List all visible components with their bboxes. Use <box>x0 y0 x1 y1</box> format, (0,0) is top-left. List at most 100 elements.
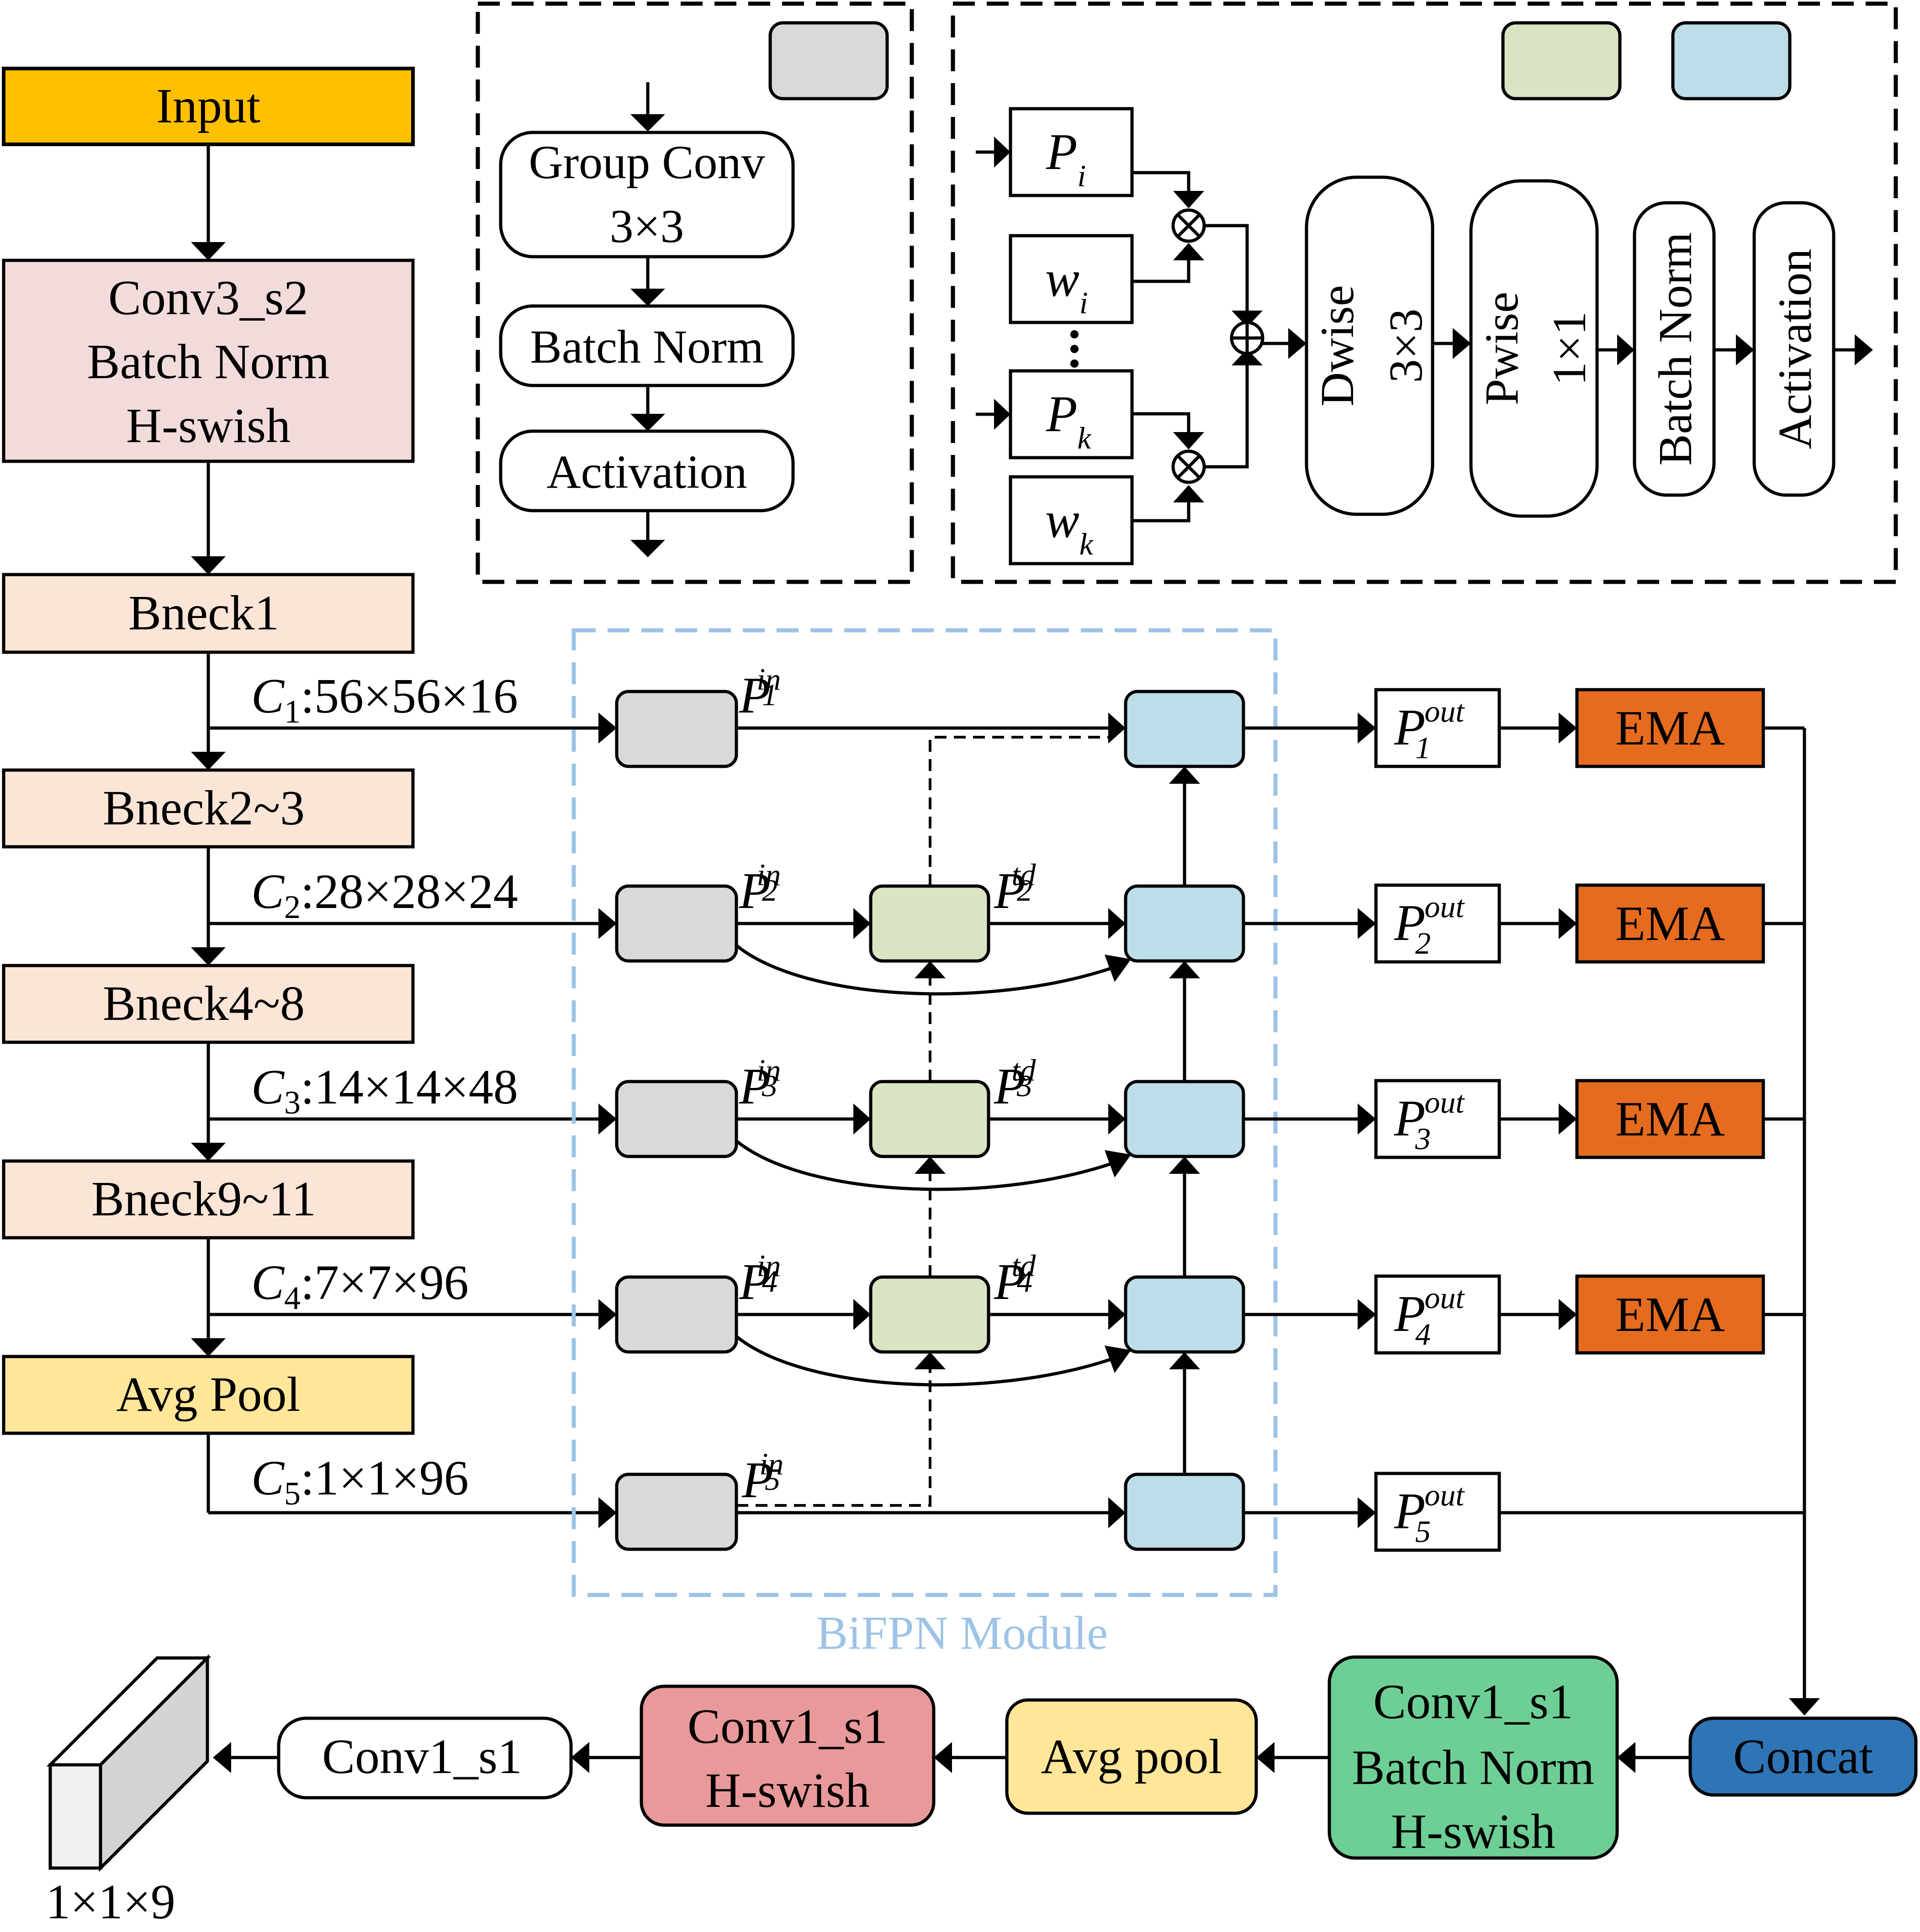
head-avgpool-label: Avg pool <box>1041 1730 1222 1784</box>
output-tensor-icon <box>46 1654 212 1872</box>
head-conv-hswish-line2: H-swish <box>705 1763 870 1818</box>
p2-td-index: 2 <box>1017 873 1032 908</box>
p3-in-node <box>615 1080 738 1158</box>
legend-ellipsis <box>1070 330 1079 368</box>
p5-in-index: 5 <box>765 1462 780 1497</box>
input-box <box>2 67 415 146</box>
legend-group-conv-line2: 3×3 <box>610 200 684 253</box>
ema-label-1: EMA <box>1615 701 1725 755</box>
p2-out-box <box>1374 883 1501 964</box>
p3-td-label: Ptd <box>994 1053 1036 1115</box>
p5-in-label: Pin <box>741 1446 783 1509</box>
p4-out-box <box>1374 1274 1501 1355</box>
head: Concat Conv1_s1 Batch Norm H-swish Avg p… <box>46 1654 1918 1929</box>
p3-out-box <box>1374 1079 1501 1159</box>
legend-batch-norm-label: Batch Norm <box>530 321 763 373</box>
bneck3-label: Bneck4~8 <box>103 977 305 1031</box>
legend-dwise-line1: Dwise <box>1311 285 1364 406</box>
add-icon <box>1230 321 1264 355</box>
bifpn-labels: Pin 1 Pin 2 Pin 3 Pin 4 Pin 5 Ptd 2 Ptd … <box>739 662 1036 1509</box>
legend-gray-frame <box>476 1 914 584</box>
p2-td-label: Ptd <box>994 857 1036 919</box>
p4-in-node <box>615 1275 738 1354</box>
stem-conv-line3: H-swish <box>126 399 291 453</box>
concat-collector <box>1499 726 1806 1698</box>
legend-pi-box <box>1009 107 1134 197</box>
p2-out-label: Pout <box>1394 889 1465 951</box>
p5-out-index: 5 <box>1415 1514 1431 1549</box>
head-conv-bn-line3: H-swish <box>1391 1805 1555 1859</box>
p2-in-index: 2 <box>762 873 778 908</box>
backbone: Input Conv3_s2 Batch Norm H-swish Bneck1… <box>2 67 617 1528</box>
head-conv-bn-line1: Conv1_s1 <box>1373 1675 1573 1729</box>
legend-fusion-node: Pi wi Pk wk <box>951 1 1898 584</box>
bneck4-label: Bneck9~11 <box>91 1172 316 1226</box>
stem-conv-box <box>2 259 415 463</box>
legend-fusion-batch-norm-label: Batch Norm <box>1649 232 1702 465</box>
bifpn-outputs: Pout 1 Pout 2 Pout 3 Pout 4 Pout 5 EMA E… <box>1243 688 1820 1716</box>
legend-green-swatch <box>1501 21 1622 100</box>
bifpn-frame <box>571 628 1278 1597</box>
head-conv-hswish-box <box>640 1684 936 1827</box>
bifpn-horizontal-arrowheads <box>853 713 1126 1528</box>
legend-wk-box <box>1009 475 1134 565</box>
ema-label-3: EMA <box>1615 1092 1725 1146</box>
ema-block-1 <box>1575 688 1765 768</box>
p2-out-node <box>1124 884 1245 963</box>
out-arrowheads <box>1358 713 1577 1528</box>
p3-in-label: Pin <box>739 1053 781 1115</box>
p1-in-index: 1 <box>762 677 778 712</box>
head-conv-final-label: Conv1_s1 <box>322 1730 522 1784</box>
legend-fusion-activation-label: Activation <box>1769 248 1821 449</box>
p3-td-node <box>869 1080 990 1158</box>
p4-td-label: Ptd <box>994 1248 1036 1310</box>
p2-in-node <box>615 884 738 963</box>
p2-out-index: 2 <box>1415 926 1431 961</box>
feature-c1: C1:56×56×16 <box>251 669 518 730</box>
p4-out-label: Pout <box>1394 1280 1465 1342</box>
ema-block-4 <box>1575 1274 1765 1355</box>
legend-wi-box <box>1009 234 1134 324</box>
bifpn-top-down-edges <box>736 736 1108 1507</box>
legend-pwise-line2: 1×1 <box>1543 311 1596 386</box>
feature-c2: C2:28×28×24 <box>251 865 518 925</box>
p3-out-index: 3 <box>1415 1121 1431 1156</box>
p3-in-index: 3 <box>762 1068 778 1103</box>
bifpn-input-nodes <box>615 690 738 1551</box>
p1-out-box <box>1374 688 1501 768</box>
input-label: Input <box>156 79 260 133</box>
p4-out-node <box>1124 1275 1245 1354</box>
p4-in-label: Pin <box>739 1248 781 1310</box>
legend-pwise-line1: Pwise <box>1476 292 1528 405</box>
p5-in-node <box>615 1473 738 1551</box>
bifpn-horizontal-edges <box>736 726 1108 1515</box>
feature-c5: C5:1×1×96 <box>251 1451 469 1512</box>
bneck4-box <box>2 1159 415 1240</box>
bifpn-top-down-arrowheads <box>915 961 946 1369</box>
ema-block-3 <box>1575 1079 1765 1159</box>
p4-td-index: 4 <box>1017 1264 1032 1299</box>
backbone-avgpool-label: Avg Pool <box>116 1367 300 1422</box>
ema-label-4: EMA <box>1615 1288 1725 1342</box>
legend-pk-label: Pk <box>1046 386 1092 455</box>
feature-tap-arrowheads <box>598 713 617 1528</box>
bifpn-td-nodes <box>869 884 990 1354</box>
p1-out-label: Pout <box>1394 694 1465 756</box>
p1-out-node <box>1124 690 1245 768</box>
legend-pi-label: Pi <box>1046 124 1086 193</box>
bifpn-skip-arrowheads <box>1105 955 1131 1373</box>
feature-c3: C3:14×14×48 <box>251 1060 518 1121</box>
output-dim-label: 1×1×9 <box>46 1875 175 1929</box>
p5-out-node <box>1124 1473 1245 1551</box>
p5-out-box <box>1374 1472 1501 1552</box>
feature-tap-lines <box>208 726 598 1515</box>
bifpn-title: BiFPN Module <box>816 1607 1108 1659</box>
legend-multiply-wiring <box>1132 171 1249 523</box>
head-conv-hswish-line1: Conv1_s1 <box>688 1700 888 1754</box>
legend-blue-swatch <box>1671 21 1792 100</box>
bneck1-label: Bneck1 <box>128 586 279 640</box>
out-edges <box>1243 726 1559 1515</box>
p1-in-node <box>615 690 738 768</box>
p1-out-index: 1 <box>1415 730 1431 765</box>
